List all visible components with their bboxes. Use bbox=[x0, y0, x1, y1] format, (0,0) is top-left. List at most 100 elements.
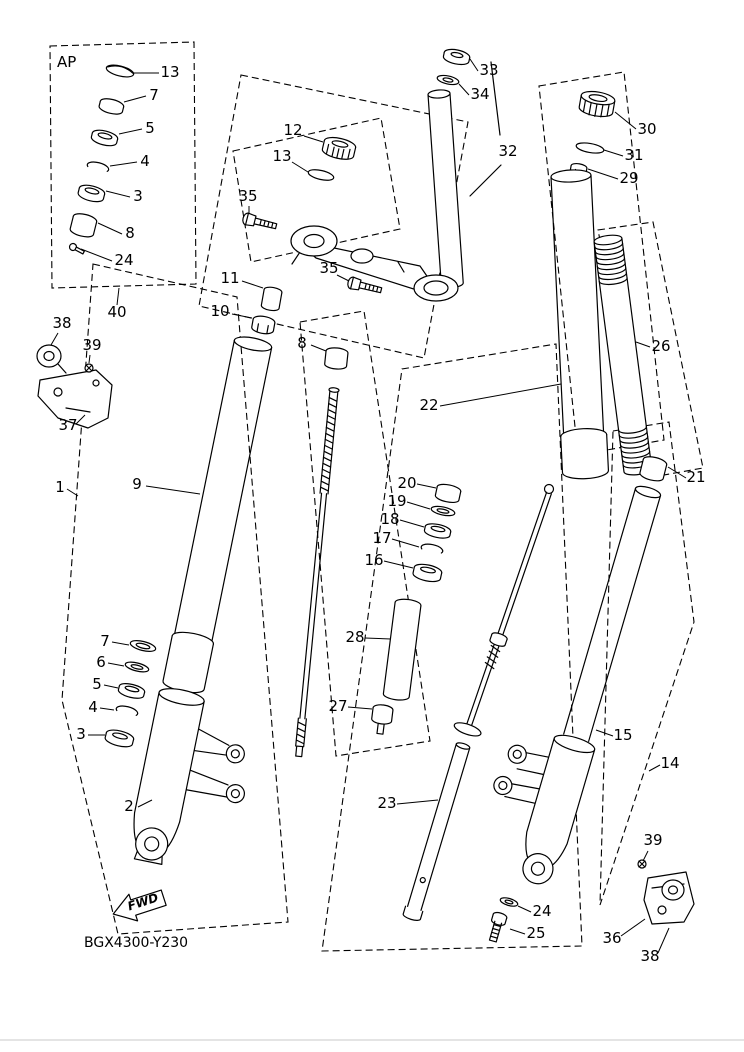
part-label-12: 12 bbox=[283, 121, 302, 139]
leader-line bbox=[118, 128, 143, 135]
part-label-11: 11 bbox=[220, 269, 239, 287]
part-label-37: 37 bbox=[58, 416, 77, 434]
steering-stem-tube bbox=[427, 89, 464, 289]
leader-line bbox=[383, 560, 414, 569]
part-label-8: 8 bbox=[125, 224, 135, 242]
part-label-9: 9 bbox=[132, 475, 142, 493]
washer-24 bbox=[499, 897, 519, 907]
right-reflector-bracket bbox=[637, 859, 695, 925]
leader-line bbox=[99, 707, 115, 711]
stem-washer-34 bbox=[436, 74, 460, 86]
leader-line bbox=[137, 799, 153, 808]
group-boxes bbox=[49, 41, 704, 952]
part-label-16: 16 bbox=[364, 551, 383, 569]
line-art bbox=[36, 48, 695, 943]
leader-line bbox=[391, 538, 420, 548]
leader-line bbox=[66, 488, 79, 497]
damper-rod-23 bbox=[402, 483, 555, 921]
ap-kit-label: AP bbox=[57, 53, 76, 71]
part-label-32: 32 bbox=[498, 142, 517, 160]
left-damper-parts bbox=[295, 347, 422, 758]
part-label-40: 40 bbox=[107, 303, 126, 321]
right-fork-upper bbox=[550, 90, 653, 480]
right-inner-tube-15 bbox=[563, 485, 662, 742]
part-label-25: 25 bbox=[526, 924, 545, 942]
steering-stem-assembly bbox=[242, 48, 502, 302]
part-label-26: 26 bbox=[651, 337, 670, 355]
leader-line bbox=[595, 729, 614, 737]
leader-line bbox=[648, 764, 661, 772]
leader-line bbox=[97, 222, 123, 235]
part-label-10: 10 bbox=[210, 302, 229, 320]
leader-line bbox=[635, 341, 651, 348]
ap-kit-box bbox=[49, 41, 197, 289]
washer-19 bbox=[430, 505, 456, 517]
leader-line bbox=[291, 161, 309, 173]
leader-line bbox=[406, 501, 431, 510]
part-label-36: 36 bbox=[602, 929, 621, 947]
leader-line bbox=[657, 927, 670, 954]
leader-line bbox=[303, 135, 324, 143]
leader-line bbox=[75, 414, 86, 425]
leader-line bbox=[80, 248, 113, 262]
right-fork-lower bbox=[488, 456, 668, 943]
screw-39 bbox=[84, 363, 94, 373]
leader-line bbox=[469, 58, 479, 72]
part-label-22: 22 bbox=[419, 396, 438, 414]
leader-line bbox=[347, 706, 373, 710]
underbracket-outer-box bbox=[198, 74, 469, 359]
leader-line bbox=[116, 287, 120, 306]
clip-17 bbox=[420, 543, 444, 554]
cap-part bbox=[105, 64, 135, 78]
left-outer-tube-9 bbox=[162, 336, 273, 694]
nut-10 bbox=[251, 315, 276, 335]
leader-line bbox=[509, 928, 526, 935]
leader-line bbox=[111, 641, 130, 646]
right-damper-box bbox=[321, 343, 583, 952]
leader-line bbox=[620, 918, 646, 937]
part-label-20: 20 bbox=[397, 474, 416, 492]
washer-part bbox=[98, 98, 125, 115]
leader-line bbox=[231, 313, 253, 319]
leader-line bbox=[439, 383, 562, 407]
part-label-35: 35 bbox=[238, 187, 257, 205]
part-label-34: 34 bbox=[470, 85, 489, 103]
leader-line bbox=[105, 190, 131, 198]
right-fork-upper-box bbox=[538, 71, 665, 456]
part-number-code: BGX4300-Y230 bbox=[84, 935, 188, 951]
bushing-part bbox=[324, 347, 349, 370]
right-fork-lower-box bbox=[599, 421, 695, 906]
under-bracket bbox=[290, 225, 459, 302]
part-label-8: 8 bbox=[297, 334, 307, 352]
damper-rod bbox=[295, 387, 340, 758]
leader-line bbox=[241, 280, 264, 289]
leader-line bbox=[416, 483, 437, 489]
leader-line bbox=[50, 332, 59, 346]
part-label-38: 38 bbox=[52, 314, 71, 332]
part-label-30: 30 bbox=[637, 120, 656, 138]
ap-kit-parts bbox=[68, 64, 135, 255]
part-label-29: 29 bbox=[619, 169, 638, 187]
right-inner-tube-box bbox=[597, 221, 704, 479]
leader-line bbox=[667, 466, 687, 479]
left-fork-group-box bbox=[61, 263, 289, 935]
callout-32-bracket bbox=[469, 61, 502, 197]
o-ring-31 bbox=[575, 142, 605, 154]
part-label-38: 38 bbox=[640, 947, 659, 965]
part-label-2: 2 bbox=[124, 797, 134, 815]
bushing-21 bbox=[639, 456, 668, 482]
cap-27 bbox=[371, 704, 394, 735]
part-label-6: 6 bbox=[96, 653, 106, 671]
left-fork-lower-leg-2 bbox=[133, 688, 246, 865]
part-label-19: 19 bbox=[387, 492, 406, 510]
seal-part bbox=[77, 184, 106, 203]
seal-part bbox=[90, 129, 119, 147]
pinch-bolt-35 bbox=[242, 212, 278, 230]
part-label-1: 1 bbox=[55, 478, 65, 496]
seal-16 bbox=[412, 563, 443, 583]
leader-line bbox=[88, 354, 91, 364]
leader-line bbox=[310, 344, 327, 352]
part-label-33: 33 bbox=[479, 61, 498, 79]
